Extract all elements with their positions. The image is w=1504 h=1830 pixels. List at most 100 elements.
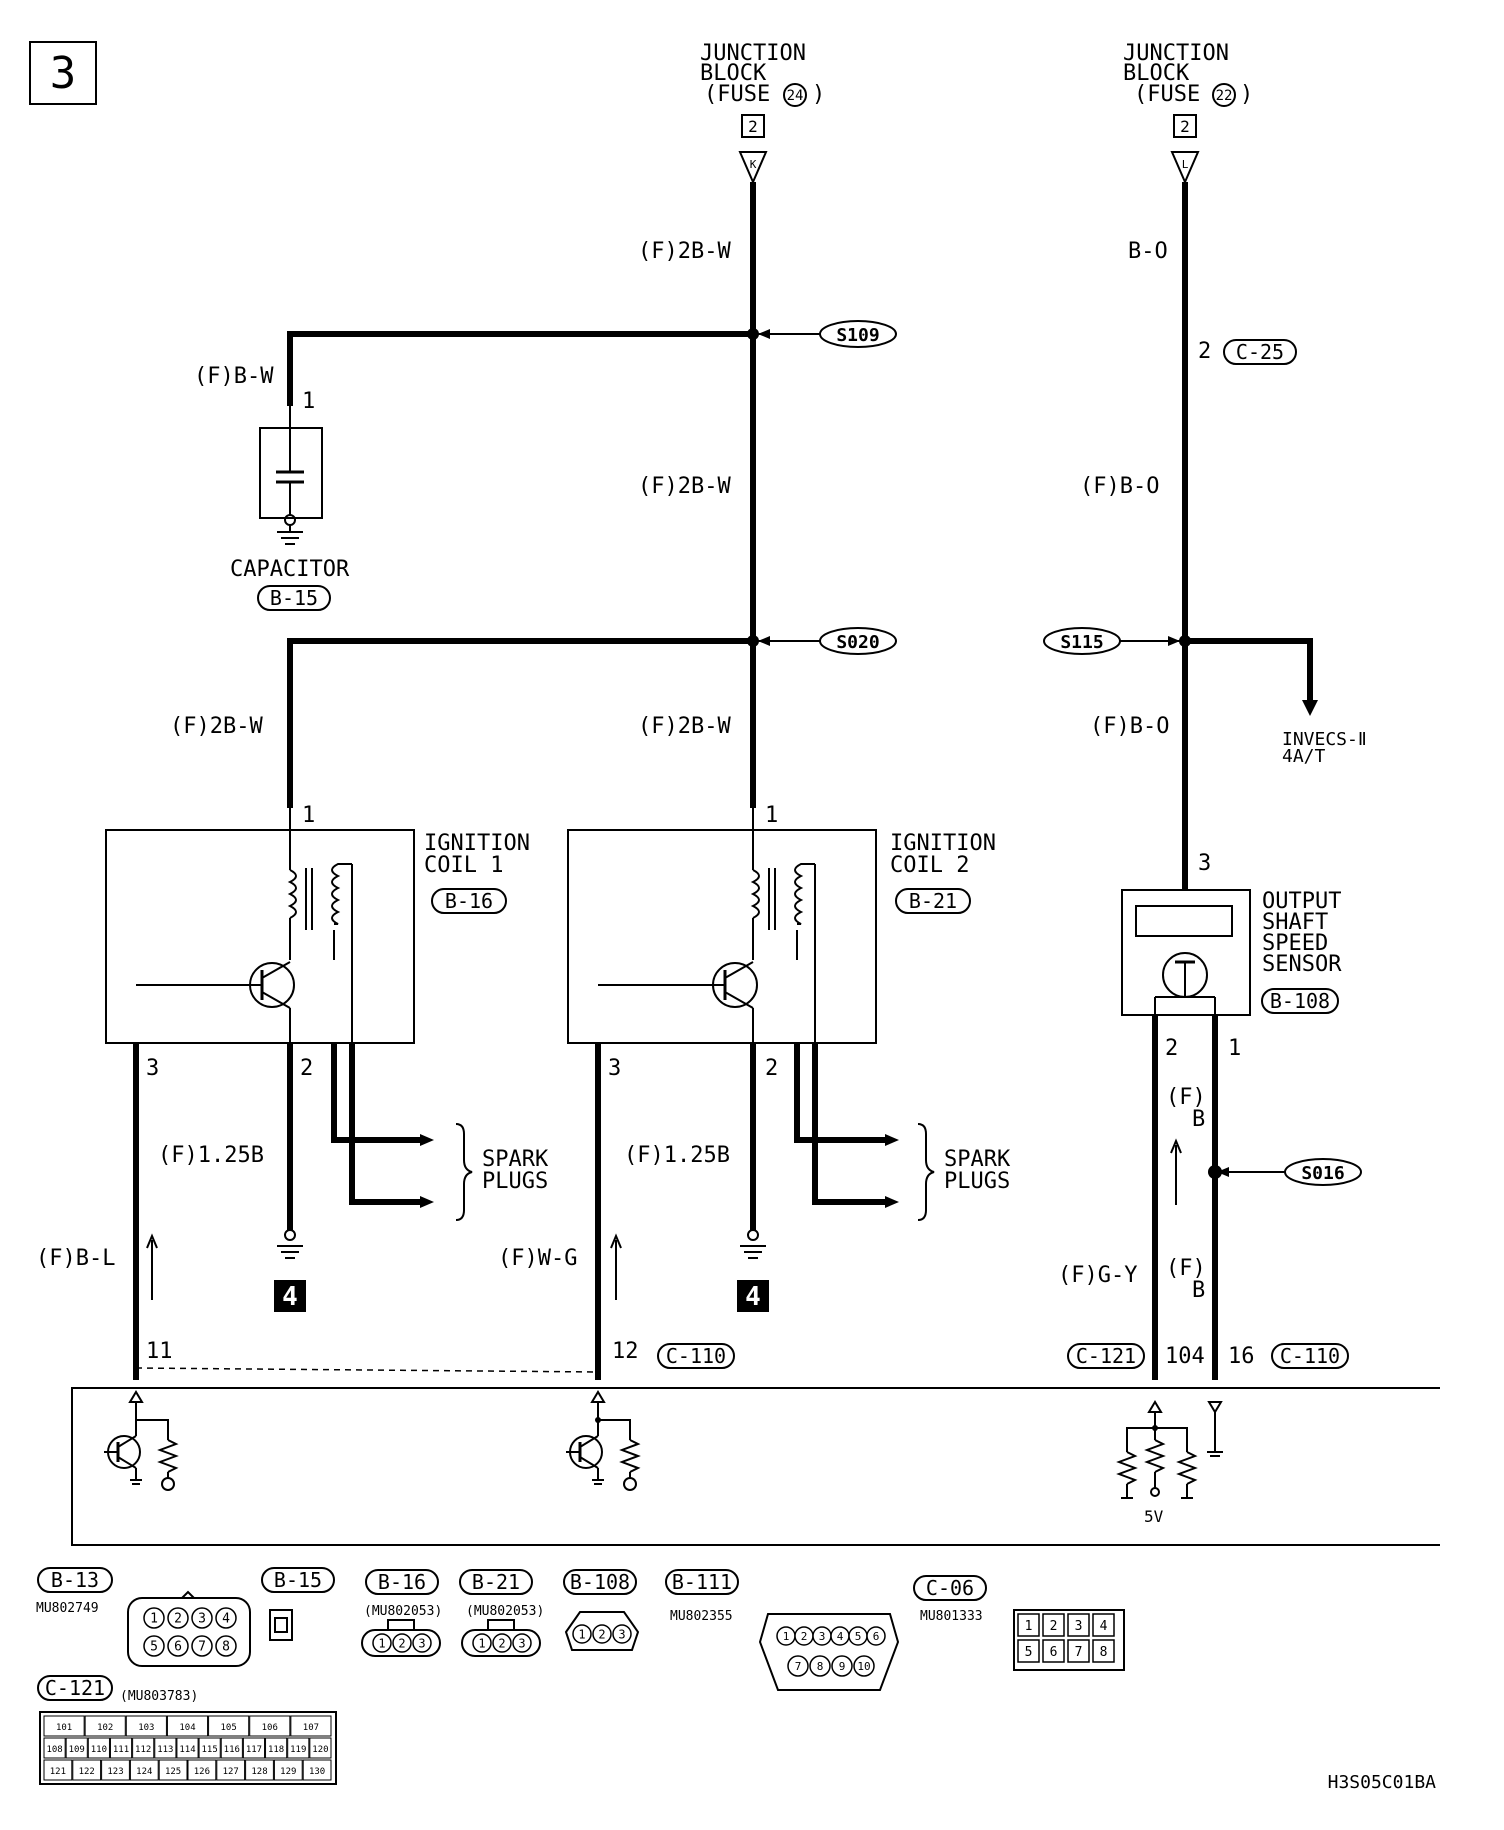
c121-pin-110-cell xyxy=(87,1737,110,1759)
c121-pin-129-cell xyxy=(273,1759,303,1781)
splice-s020-label: S020 xyxy=(836,632,879,653)
ground-ref-coil1: 4 xyxy=(274,1229,306,1312)
b111-pin-6: 6 xyxy=(873,1630,880,1643)
b16-pin-1-hole xyxy=(372,1633,392,1653)
c06-code: C-06 xyxy=(926,1576,974,1600)
b13-code: B-13 xyxy=(51,1568,99,1592)
coil2-code: B-21 xyxy=(909,889,957,913)
b111-pin-8: 8 xyxy=(817,1660,824,1673)
c121-pin-114: 114 xyxy=(179,1745,195,1755)
c121-pin-117: 117 xyxy=(246,1745,262,1755)
figure-code: H3S05C01BA xyxy=(1328,1772,1437,1793)
b111-pin-9-hole xyxy=(831,1655,853,1677)
wire-label-coil1-sig: (F)B-L xyxy=(36,1246,115,1271)
c121-pin-109-cell xyxy=(65,1737,88,1759)
c06-pin-5: 5 xyxy=(1025,1645,1033,1660)
ground-ref-coil1-label: 4 xyxy=(282,1282,298,1312)
c06-pin-3-cell xyxy=(1067,1613,1090,1637)
c121-pin-106: 106 xyxy=(262,1723,278,1733)
splice-s109-label: S109 xyxy=(836,325,879,346)
c06-part: MU801333 xyxy=(920,1609,983,1624)
b111-pin-6-hole xyxy=(866,1626,886,1646)
c121-pin-118: 118 xyxy=(268,1745,284,1755)
spark-plugs-2: SPARK PLUGS xyxy=(917,1123,1011,1221)
c121-pin-103-cell xyxy=(125,1715,167,1737)
coil1-pin-mid: 2 xyxy=(300,1056,313,1081)
b21-pin-2-hole xyxy=(492,1633,512,1653)
ecu-pin-16: 16 xyxy=(1228,1344,1255,1369)
ecu-5v: 5V xyxy=(1144,1507,1164,1526)
sensor-pin-left: 2 xyxy=(1165,1036,1178,1061)
b111-pin-10-hole xyxy=(853,1655,875,1677)
c121-pin-124-cell xyxy=(129,1759,159,1781)
ecu-code-c110-a: C-110 xyxy=(666,1344,726,1368)
c121-pin-120-cell xyxy=(309,1737,332,1759)
coil1-pin-left: 3 xyxy=(146,1056,159,1081)
capacitor-code: B-15 xyxy=(270,586,318,610)
b13-pin-8: 8 xyxy=(222,1640,230,1655)
c121-pin-115: 115 xyxy=(202,1745,218,1755)
sensor-name-line1: OUTPUT xyxy=(1262,889,1341,914)
capacitor-name: CAPACITOR xyxy=(230,557,350,582)
c121-pin-121: 121 xyxy=(50,1767,66,1777)
c121-pin-124: 124 xyxy=(136,1767,152,1777)
c121-pin-128: 128 xyxy=(251,1767,267,1777)
c121-pin-107: 107 xyxy=(303,1723,319,1733)
jb1-terminal: K xyxy=(750,158,757,171)
c121-pin-130: 130 xyxy=(309,1767,325,1777)
c121-pin-113-cell xyxy=(154,1737,177,1759)
c121-pin-101: 101 xyxy=(56,1723,72,1733)
sensor-name-line2: SHAFT xyxy=(1262,910,1328,935)
c06-pin-2-cell xyxy=(1042,1613,1065,1637)
b13-pin-7: 7 xyxy=(198,1640,206,1655)
b108-code: B-108 xyxy=(570,1570,630,1594)
c121-pin-105-cell xyxy=(208,1715,250,1737)
svg-text:): ) xyxy=(812,82,825,107)
c121-pin-109: 109 xyxy=(69,1745,85,1755)
c06-pin-8-cell xyxy=(1092,1639,1115,1663)
junction-block-fuse-22: JUNCTION BLOCK (FUSE 22 ) 2 L xyxy=(1123,41,1253,185)
c121-pin-119: 119 xyxy=(290,1745,306,1755)
c121-pin-122: 122 xyxy=(79,1767,95,1777)
output-shaft-speed-sensor: 3 2 1 OUTPUT SHAFT SPEED SENSOR B-108 xyxy=(1121,851,1342,1061)
c121-pin-126-cell xyxy=(187,1759,217,1781)
b13-pin-1-hole xyxy=(143,1607,165,1629)
wire-label-cap-feed: (F)B-W xyxy=(194,364,274,389)
invecs-line1: INVECS-Ⅱ xyxy=(1282,729,1367,750)
wire-label-coil2-sig: (F)W-G xyxy=(498,1246,577,1271)
c121-pin-108: 108 xyxy=(46,1745,62,1755)
b111-pin-10: 10 xyxy=(857,1660,870,1673)
b16-code: B-16 xyxy=(378,1570,426,1594)
wire-label-sensor-gnd-bot-1: (F) xyxy=(1166,1256,1206,1281)
wire-label-sensor-sig: (F)G-Y xyxy=(1058,1263,1137,1288)
c121-code: C-121 xyxy=(45,1676,105,1700)
wires xyxy=(133,182,1318,1380)
b13-pin-3: 3 xyxy=(198,1612,206,1627)
c06-pin-7: 7 xyxy=(1075,1645,1083,1660)
jb1-title-line2: BLOCK xyxy=(700,61,767,86)
wire-label-c25-down: (F)B-O xyxy=(1080,474,1159,499)
c121-pin-121-cell xyxy=(43,1759,73,1781)
jb2-fuse-number: 22 xyxy=(1216,88,1233,104)
c06-pin-7-cell xyxy=(1067,1639,1090,1663)
c121-pin-118-cell xyxy=(265,1737,288,1759)
c06-pin-8: 8 xyxy=(1100,1645,1108,1660)
wire-label-sensor-gnd-bot-2: B xyxy=(1192,1278,1205,1303)
connector-c25: 2 C-25 xyxy=(1198,339,1297,365)
capacitor: 1 CAPACITOR B-15 xyxy=(230,389,350,611)
jb2-title-line1: JUNCTION xyxy=(1123,41,1229,66)
jb1-pin-box: 2 xyxy=(748,117,758,136)
spark-plugs-2-line2: PLUGS xyxy=(944,1169,1010,1194)
c121-pin-112: 112 xyxy=(135,1745,151,1755)
coil2-pin-top: 1 xyxy=(765,803,778,828)
jb2-terminal: L xyxy=(1182,158,1189,171)
b111-pin-7-hole xyxy=(787,1655,809,1677)
c121-pin-114-cell xyxy=(176,1737,199,1759)
c121-pin-116-cell xyxy=(220,1737,243,1759)
c121-pin-127: 127 xyxy=(223,1767,239,1777)
spark-plugs-1-line2: PLUGS xyxy=(482,1169,548,1194)
wire-label-fuse22-main: B-O xyxy=(1128,239,1168,264)
